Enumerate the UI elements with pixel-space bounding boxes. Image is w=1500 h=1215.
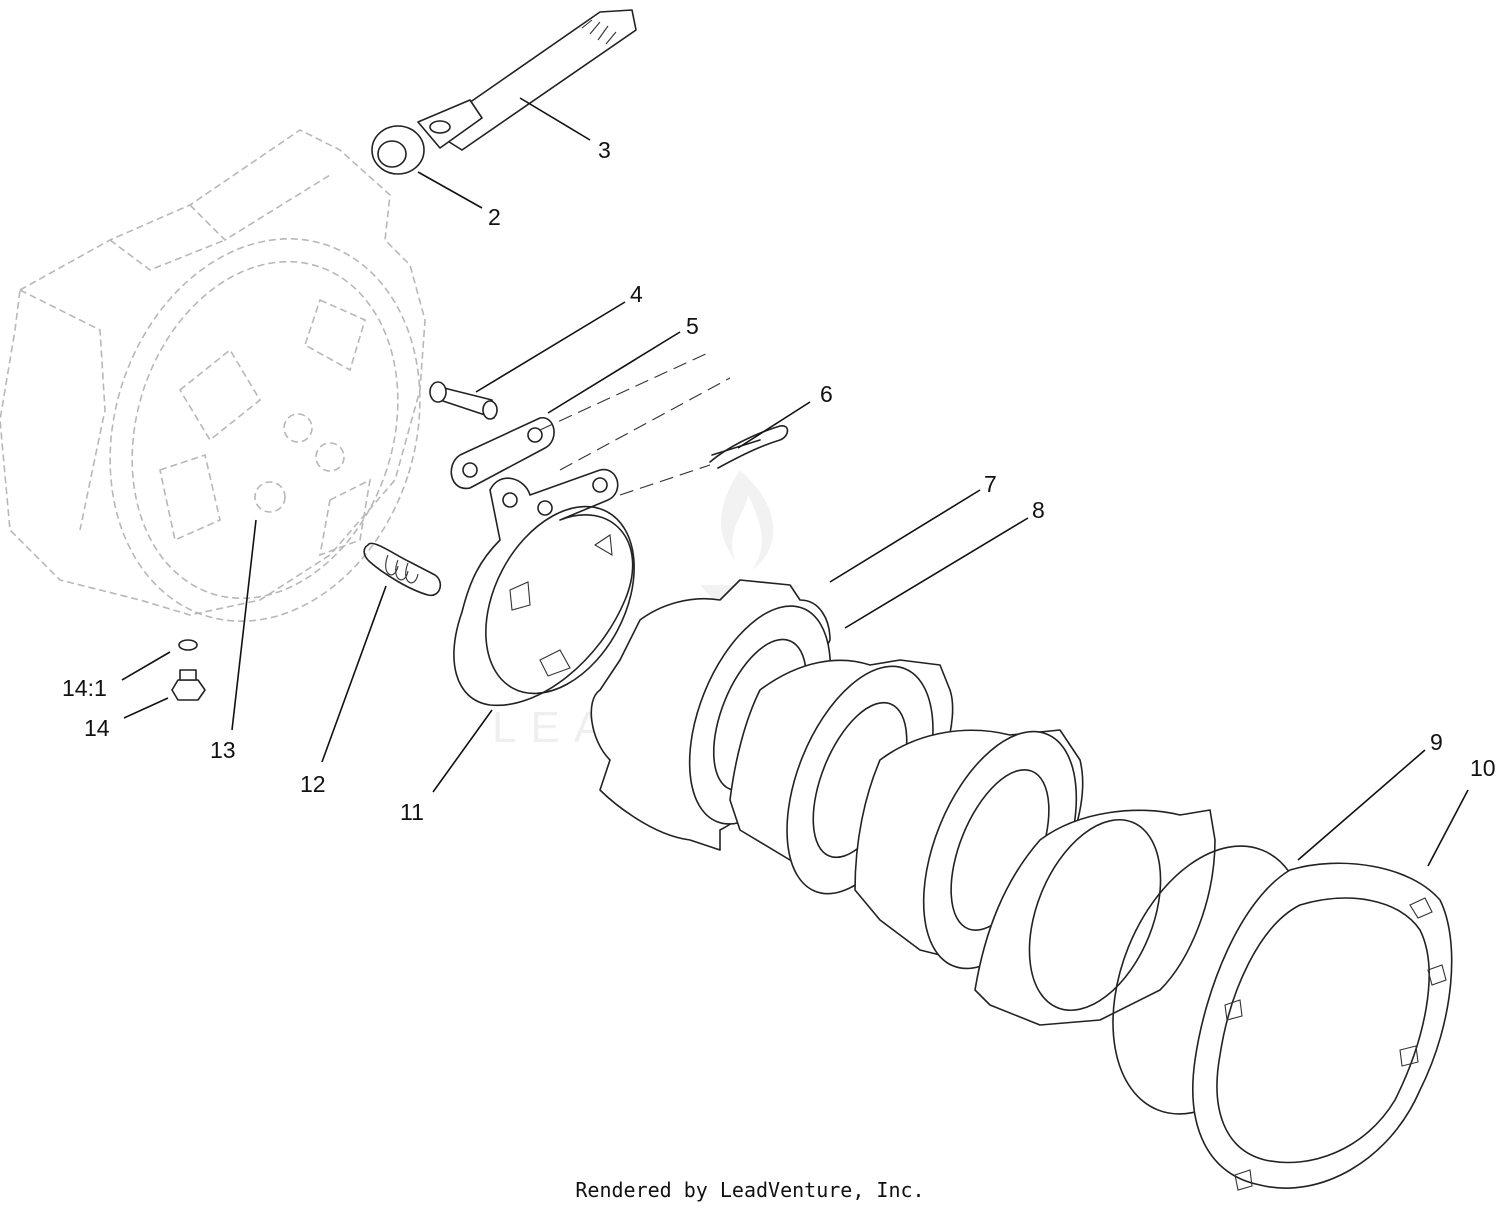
callout-7: 7 — [984, 471, 997, 497]
assembly-axis-2 — [559, 377, 731, 471]
part-7-8-disc-stack — [590, 579, 1216, 1026]
callout-12: 12 — [300, 771, 326, 797]
part-12-spring — [363, 542, 442, 597]
part-2-bushing — [371, 125, 425, 175]
callout-13: 13 — [210, 737, 236, 763]
part-11-actuator — [453, 468, 635, 707]
render-credit: Rendered by LeadVenture, Inc. — [575, 1178, 925, 1202]
part-4-clevis-pin — [429, 381, 498, 420]
callout-labels: 3 2 4 5 6 7 8 9 10 11 12 13 14:1 14 — [62, 137, 1496, 825]
part-14-plug — [171, 669, 206, 701]
part-3-shaft — [417, 9, 637, 151]
assembly-axis-1 — [539, 351, 711, 431]
part-5-link — [450, 417, 555, 490]
callout-11: 11 — [400, 799, 424, 825]
callout-9: 9 — [1430, 729, 1443, 755]
callout-5: 5 — [686, 313, 699, 339]
callout-10: 10 — [1470, 755, 1496, 781]
callout-4: 4 — [630, 281, 643, 307]
leader-lines — [121, 97, 1469, 867]
callout-14: 14 — [84, 715, 110, 741]
part-10-cover — [1192, 862, 1453, 1191]
callout-14-1: 14:1 — [62, 675, 107, 701]
part-14-1-washer — [178, 639, 198, 651]
part-6-hairpin — [709, 425, 789, 469]
callout-2: 2 — [488, 204, 501, 230]
callout-6: 6 — [820, 381, 833, 407]
housing-ghost — [0, 129, 426, 622]
callout-8: 8 — [1032, 497, 1045, 523]
assembly-axis-3 — [619, 464, 711, 496]
callout-3: 3 — [598, 137, 611, 163]
